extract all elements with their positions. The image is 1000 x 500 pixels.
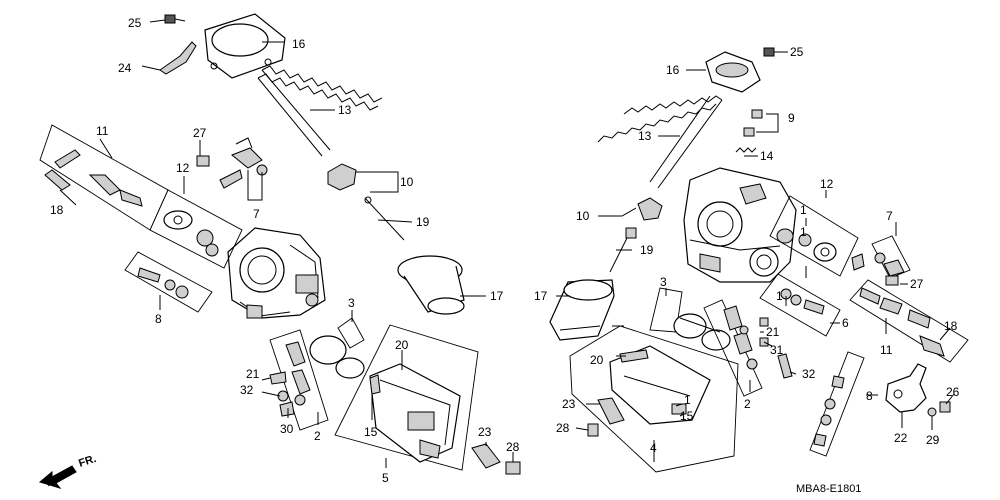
callout-7: 7 bbox=[886, 209, 893, 223]
right-bracket-22 bbox=[885, 363, 951, 417]
callout-15: 15 bbox=[680, 409, 694, 423]
callout-32: 32 bbox=[240, 383, 254, 397]
callout-23: 23 bbox=[562, 397, 576, 411]
callout-13: 13 bbox=[338, 103, 352, 117]
left-clip-24 bbox=[159, 41, 197, 75]
callout-18: 18 bbox=[944, 319, 958, 333]
right-parts-9-14 bbox=[735, 109, 763, 153]
callout-3: 3 bbox=[660, 275, 667, 289]
callout-21: 21 bbox=[766, 325, 780, 339]
right-parts-7-27 bbox=[851, 235, 911, 286]
callout-16: 16 bbox=[666, 63, 680, 77]
callout-4: 4 bbox=[650, 441, 657, 455]
callout-7: 7 bbox=[253, 207, 260, 221]
right-group-box-12 bbox=[769, 195, 859, 277]
callout-18: 18 bbox=[50, 203, 64, 217]
callout-31: 31 bbox=[770, 343, 784, 357]
callout-10: 10 bbox=[400, 175, 414, 189]
left-leader-lines bbox=[59, 19, 514, 468]
right-float-chamber-group-4 bbox=[569, 325, 739, 473]
left-spring-13 bbox=[257, 65, 383, 157]
callout-19: 19 bbox=[640, 243, 654, 257]
callout-17: 17 bbox=[490, 289, 504, 303]
right-carburetor-assembly: 25 16 9 14 13 12 1 10 1 19 7 27 17 3 6 1… bbox=[534, 45, 969, 473]
right-group-box-11-18 bbox=[849, 279, 969, 363]
callout-19: 19 bbox=[416, 215, 430, 229]
right-screw-25 bbox=[763, 47, 780, 57]
callout-2: 2 bbox=[744, 397, 751, 411]
left-group-box-8 bbox=[124, 251, 213, 313]
callout-24: 24 bbox=[118, 61, 132, 75]
callout-6: 6 bbox=[842, 316, 849, 330]
left-parts-27-7 bbox=[196, 137, 268, 189]
callout-23: 23 bbox=[478, 425, 492, 439]
left-needle-holder-10 bbox=[327, 163, 405, 241]
left-vacuum-piston-17 bbox=[397, 255, 465, 315]
callout-26: 26 bbox=[946, 385, 960, 399]
left-float-chamber-group-5 bbox=[334, 324, 479, 471]
callout-15: 15 bbox=[364, 425, 378, 439]
callout-16: 16 bbox=[292, 37, 306, 51]
callout-2: 2 bbox=[314, 429, 321, 443]
callout-21: 21 bbox=[246, 367, 260, 381]
callout-5: 5 bbox=[382, 471, 389, 485]
callout-22: 22 bbox=[894, 431, 908, 445]
left-screw-25 bbox=[164, 14, 186, 24]
right-leader-lines bbox=[556, 51, 955, 462]
front-direction-arrow: FR. bbox=[38, 453, 98, 489]
left-carburetor-assembly: FR. bbox=[38, 13, 521, 489]
left-top-cover bbox=[204, 13, 286, 79]
right-spring-13 bbox=[597, 95, 723, 189]
left-group-box-2 bbox=[269, 329, 329, 431]
callout-28: 28 bbox=[556, 421, 570, 435]
right-vacuum-piston-17 bbox=[549, 279, 615, 341]
callout-20: 20 bbox=[395, 338, 409, 352]
right-needle-holder-10 bbox=[609, 197, 663, 273]
callout-11: 11 bbox=[880, 343, 893, 357]
right-callouts: 25 16 9 14 13 12 1 10 1 19 7 27 17 3 6 1… bbox=[534, 45, 960, 455]
callout-29: 29 bbox=[926, 433, 940, 447]
callout-20: 20 bbox=[590, 353, 604, 367]
callout-32: 32 bbox=[802, 367, 816, 381]
callout-1c: 1 bbox=[776, 289, 783, 303]
callout-8: 8 bbox=[155, 312, 162, 326]
right-group-box-8 bbox=[809, 351, 865, 457]
callout-27: 27 bbox=[910, 277, 924, 291]
callout-13: 13 bbox=[638, 129, 652, 143]
callout-25: 25 bbox=[128, 16, 142, 30]
callout-9: 9 bbox=[788, 111, 795, 125]
callout-28: 28 bbox=[506, 440, 520, 454]
callout-25: 25 bbox=[790, 45, 804, 59]
right-group-box-2 bbox=[703, 299, 763, 397]
left-callouts: 25 24 16 13 11 27 12 18 7 10 19 17 3 8 2… bbox=[50, 16, 520, 485]
callout-30: 30 bbox=[280, 422, 294, 436]
left-carburetor-body bbox=[227, 227, 326, 319]
right-top-cover bbox=[705, 51, 761, 93]
callout-12: 12 bbox=[176, 161, 190, 175]
callout-1: 1 bbox=[800, 203, 807, 217]
callout-8: 8 bbox=[866, 389, 873, 403]
callout-14: 14 bbox=[760, 149, 774, 163]
callout-3: 3 bbox=[348, 296, 355, 310]
left-group-box-11 bbox=[39, 124, 169, 231]
left-parts-23-28 bbox=[471, 443, 521, 475]
right-float-3 bbox=[649, 287, 731, 351]
callout-1b: 1 bbox=[800, 225, 807, 239]
right-carburetor-body bbox=[683, 167, 797, 283]
left-group-box-12 bbox=[149, 189, 243, 269]
front-direction-label: FR. bbox=[77, 453, 98, 470]
diagram-code: MBA8-E1801 bbox=[796, 483, 861, 495]
callout-1d: 1 bbox=[684, 393, 691, 407]
left-float-3 bbox=[309, 317, 365, 379]
callout-11: 11 bbox=[96, 124, 109, 138]
callout-17: 17 bbox=[534, 289, 548, 303]
callout-10: 10 bbox=[576, 209, 590, 223]
left-parts-21-32-30 bbox=[269, 371, 295, 417]
callout-12: 12 bbox=[820, 177, 834, 191]
callout-27: 27 bbox=[193, 126, 207, 140]
